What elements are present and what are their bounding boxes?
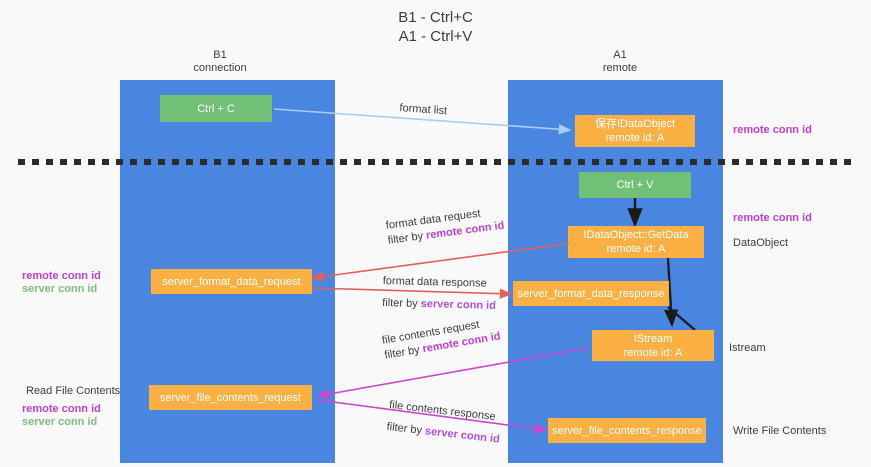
label-format-data-request: format data request filter by remote con… <box>385 204 505 249</box>
filter-prefix: filter by <box>387 229 427 247</box>
label-file-contents-response-filter: filter by server conn id <box>386 420 501 448</box>
box-server-file-contents-response-label: server_file_contents_response <box>552 424 702 437</box>
label-format-list-text: format list <box>399 101 448 118</box>
box-server-format-data-response[interactable]: server_format_data_response <box>513 281 669 306</box>
label-format-data-response-line1: format data response <box>382 274 487 290</box>
box-getdata-line2: remote id: A <box>606 243 666 255</box>
column-header-b1-name: B1 <box>213 49 227 61</box>
label-format-list: format list <box>399 101 448 119</box>
title-line-2: A1 - Ctrl+V <box>398 28 473 45</box>
right-label-dataobject: DataObject <box>733 237 789 249</box>
box-istream[interactable]: IStream remote id: A <box>592 330 714 361</box>
right-label-remote-conn-id-mid: remote conn id <box>733 212 812 224</box>
filter-prefix: filter by <box>382 296 421 310</box>
box-save-idataobject[interactable]: 保存IDataObject remote id: A <box>575 115 695 147</box>
box-ctrl-c[interactable]: Ctrl + C <box>160 95 272 122</box>
diagram-title: B1 - Ctrl+C A1 - Ctrl+V <box>0 8 871 46</box>
column-header-a1: A1 remote <box>540 49 700 75</box>
title-line-1: B1 - Ctrl+C <box>398 9 473 26</box>
right-label-write-file-contents: Write File Contents <box>733 425 827 437</box>
box-getdata-line1: IDataObject::GetData <box>583 229 689 241</box>
left-label-server-conn-id-mid: server conn id <box>22 283 98 295</box>
label-file-contents-request: file contents request filter by remote c… <box>381 315 502 364</box>
filter-key-server-conn-id: server conn id <box>420 298 497 312</box>
box-istream-line1: IStream <box>633 332 673 345</box>
box-ctrl-c-label: Ctrl + C <box>197 102 235 115</box>
filter-prefix: filter by <box>386 420 426 438</box>
box-idataobject-getdata[interactable]: IDataObject::GetData remote id: A <box>568 226 704 258</box>
box-server-format-data-response-label: server_format_data_response <box>517 287 665 300</box>
column-header-b1-role: connection <box>193 62 247 74</box>
box-server-format-data-request[interactable]: server_format_data_request <box>151 269 312 294</box>
column-header-a1-name: A1 <box>613 49 627 61</box>
column-header-a1-role: remote <box>602 62 638 74</box>
box-save-idataobject-line2: remote id: A <box>605 132 665 144</box>
box-save-idataobject-line1: 保存IDataObject <box>594 118 676 130</box>
left-label-read-file-contents: Read File Contents <box>26 385 121 397</box>
column-header-b1: B1 connection <box>140 49 300 75</box>
box-ctrl-v-label: Ctrl + V <box>616 179 654 191</box>
filter-key-server-conn-id: server conn id <box>424 425 501 446</box>
box-server-file-contents-request[interactable]: server_file_contents_request <box>149 385 312 410</box>
right-label-remote-conn-id-top: remote conn id <box>733 124 812 136</box>
right-label-istream: Istream <box>729 342 766 354</box>
left-label-remote-conn-id-mid: remote conn id <box>22 270 101 282</box>
left-label-server-conn-id-low: server conn id <box>22 416 98 428</box>
left-label-remote-conn-id-low: remote conn id <box>22 403 101 415</box>
box-ctrl-v[interactable]: Ctrl + V <box>579 172 691 198</box>
box-server-format-data-request-label: server_format_data_request <box>162 275 301 288</box>
box-istream-line2: remote id: A <box>623 346 683 359</box>
label-format-data-response-filter: filter by server conn id <box>382 296 496 314</box>
box-server-file-contents-response[interactable]: server_file_contents_response <box>548 418 706 443</box>
box-server-file-contents-request-label: server_file_contents_request <box>159 391 302 404</box>
label-format-data-response: format data response filter by server co… <box>382 274 497 314</box>
label-file-contents-response: file contents response filter by server … <box>386 398 503 448</box>
